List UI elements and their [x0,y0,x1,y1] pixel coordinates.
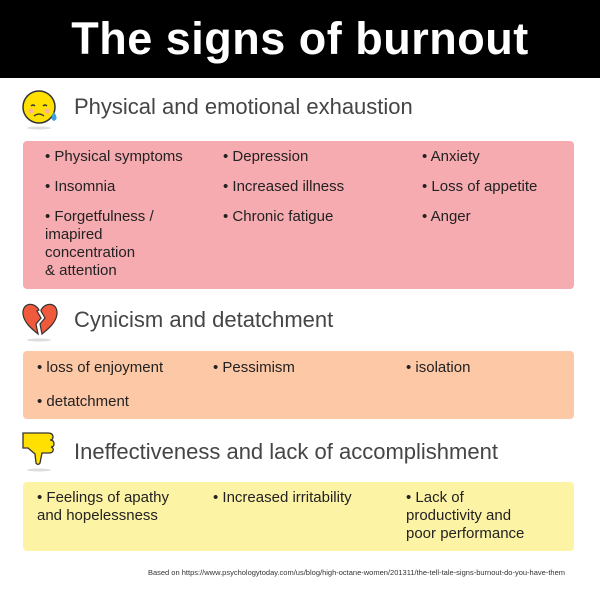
list-item: • Forgetfulness / imapired concentration… [45,208,154,279]
list-item: • Loss of appetite [422,178,538,195]
ineffectiveness-box: • Feelings of apathy and hopelessness • … [23,482,574,551]
list-item: • Increased irritability [213,489,352,506]
section-heading-exhaustion: Physical and emotional exhaustion [74,94,413,119]
source-footer: Based on https://www.psychologytoday.com… [147,568,565,577]
cynicism-box: • loss of enjoyment • Pessimism • isolat… [23,351,574,419]
list-item: • isolation [406,359,471,376]
list-item: • Anxiety [422,148,480,165]
list-item: • Pessimism [213,359,295,376]
list-item: • Physical symptoms [45,148,183,165]
list-item: • Depression [223,148,309,165]
thumbs-down-icon [22,432,55,472]
list-item: • detatchment [37,393,129,410]
section-heading-cynicism: Cynicism and detatchment [74,307,334,332]
sad-face-icon [22,90,57,130]
broken-heart-icon [22,303,58,342]
list-item: • Insomnia [45,178,116,195]
exhaustion-box: • Physical symptoms • Depression • Anxie… [23,141,574,289]
section-heading-ineffectiveness: Ineffectiveness and lack of accomplishme… [74,439,498,464]
list-item: • loss of enjoyment [37,359,164,376]
list-item: • Lack of productivity and poor performa… [406,489,525,542]
list-item: • Feelings of apathy and hopelessness [37,489,169,524]
list-item: • Anger [422,208,471,225]
list-item: • Increased illness [223,178,345,195]
list-item: • Chronic fatigue [223,208,334,225]
title-banner: The signs of burnout [0,0,600,78]
